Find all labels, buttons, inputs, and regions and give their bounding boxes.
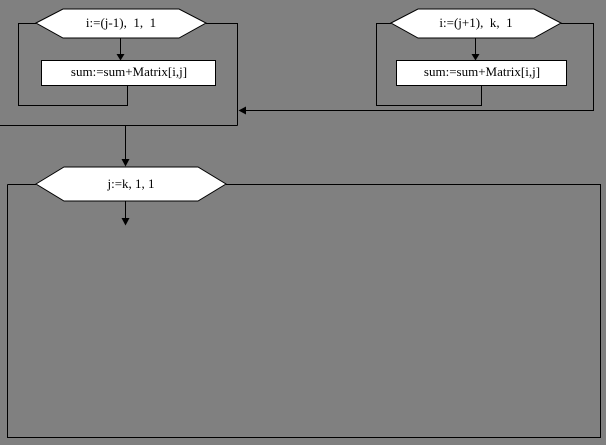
inner-loop-right-process-box xyxy=(396,60,567,86)
arrowhead-left-into-box xyxy=(116,54,125,61)
inner-loop-left-hexagon xyxy=(34,8,208,39)
arrowhead-right-exit-left xyxy=(238,106,246,115)
connector-right-loopback xyxy=(376,23,482,106)
arrowhead-outer-exit-down xyxy=(121,218,130,226)
arrowhead-right-into-box xyxy=(471,54,480,61)
connector-right-loop-exit xyxy=(246,23,594,111)
inner-loop-left-process-box xyxy=(41,60,216,86)
connector-left-loop-exit xyxy=(206,23,238,126)
outer-loop-hexagon xyxy=(35,166,227,202)
arrowhead-into-outer-hexagon xyxy=(121,159,130,167)
inner-loop-right-hexagon xyxy=(389,8,563,39)
connector-outer-loop-frame xyxy=(7,184,601,438)
connector-left-loopback xyxy=(18,23,128,106)
